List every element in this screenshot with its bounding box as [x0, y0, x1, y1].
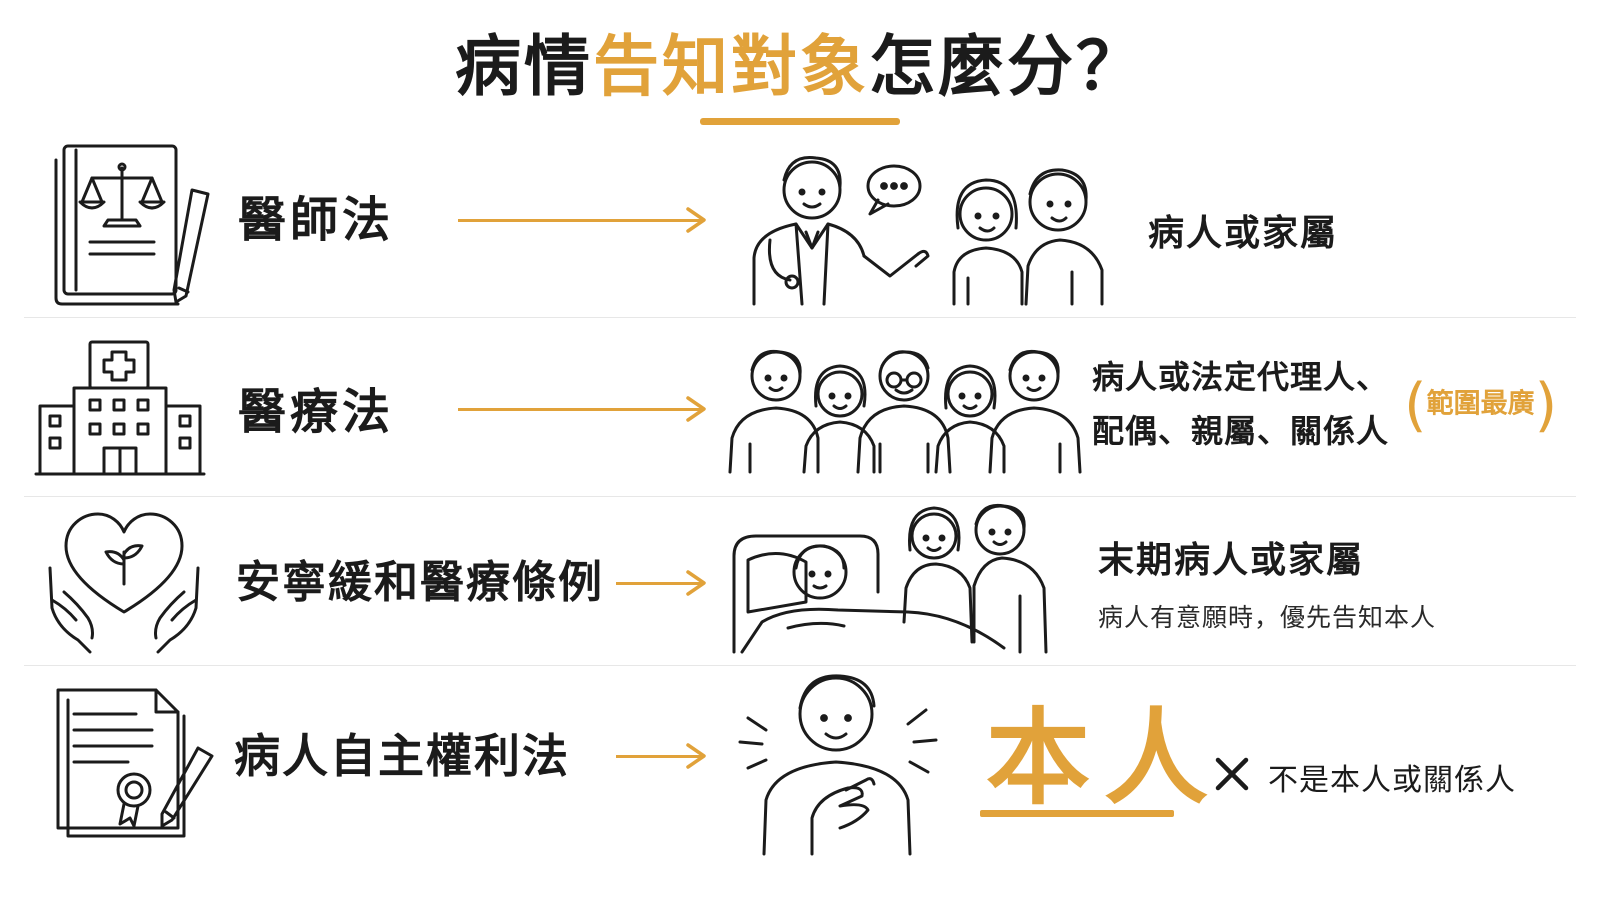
- disclosure-target: 末期病人或家屬: [1098, 540, 1365, 581]
- title-part1: 病情: [455, 28, 593, 105]
- row-divider: [24, 665, 1576, 666]
- x-cross-icon: [1214, 756, 1250, 796]
- doctor-talking-to-family-icon: [740, 148, 1110, 306]
- title-part2: 怎麼分？: [869, 28, 1145, 105]
- person-hand-on-chest-icon: [736, 668, 946, 858]
- title-accent: 告知對象: [593, 28, 869, 105]
- hands-holding-heart-sprout-icon: [44, 508, 204, 656]
- disclosure-target: 病人或法定代理人、 配偶、親屬、關係人: [1092, 350, 1389, 458]
- hospital-building-icon: [34, 334, 206, 480]
- title-underline: [700, 118, 900, 125]
- law-book-scales-icon: [50, 140, 220, 310]
- disclosure-note: 病人有意願時，優先告知本人: [1098, 603, 1437, 632]
- law-name: 醫療法: [238, 384, 395, 440]
- exclusion-note: 不是本人或關係人: [1268, 763, 1516, 798]
- signed-certificate-document-icon: [52, 686, 216, 838]
- arrow-right-icon: [458, 394, 708, 424]
- group-of-five-people-icon: [724, 346, 1086, 474]
- arrow-right-icon: [616, 741, 708, 771]
- law-name: 病人自主權利法: [234, 729, 570, 783]
- law-name: 醫師法: [238, 192, 395, 248]
- disclosure-target-line1: 病人或法定代理人、: [1092, 358, 1390, 396]
- scope-badge: (範圍最廣): [1404, 370, 1558, 439]
- row-divider: [24, 496, 1576, 497]
- page-title: 病情告知對象怎麼分？: [0, 22, 1600, 112]
- scope-badge-text: 範圍最廣: [1426, 388, 1535, 420]
- arrow-right-icon: [616, 568, 708, 598]
- disclosure-target-big: 本人: [986, 697, 1223, 819]
- law-name: 安寧緩和醫療條例: [236, 557, 604, 608]
- disclosure-target-line2: 配偶、親屬、關係人: [1092, 412, 1390, 450]
- disclosure-target: 病人或家屬: [1148, 213, 1339, 254]
- patient-in-bed-with-family-icon: [728, 502, 1058, 654]
- target-underline: [980, 810, 1174, 817]
- arrow-right-icon: [458, 205, 708, 235]
- row-divider: [24, 317, 1576, 318]
